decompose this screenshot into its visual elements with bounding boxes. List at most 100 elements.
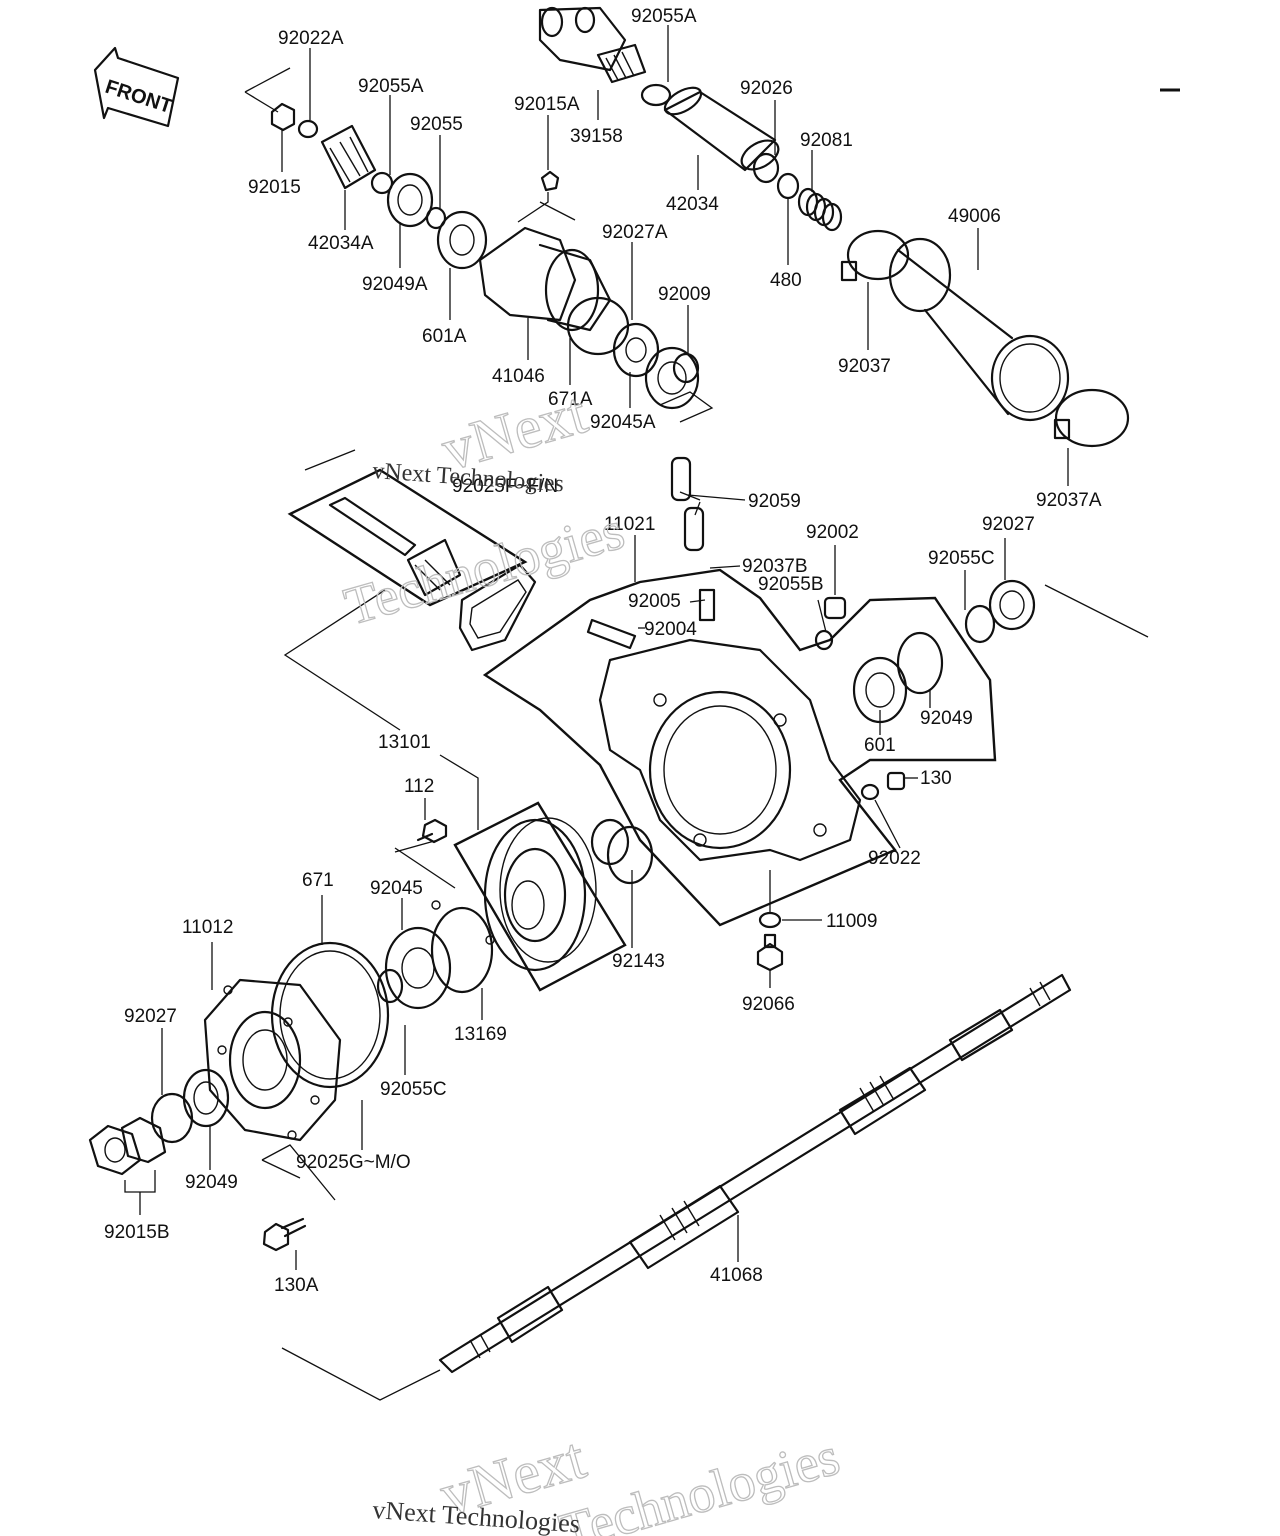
label-92009: 92009 [658,284,711,305]
label-42034: 42034 [666,194,719,215]
part-92002-plug [823,596,847,620]
label-92015: 92015 [248,177,301,198]
label-92015A: 92015A [514,94,580,115]
label-92045A: 92045A [590,412,656,433]
part-42034A-gear [320,124,377,190]
part-labels: 92022A 92055A 92055 92015 42034A 92049A … [104,6,1102,1296]
label-92055A: 92055A [358,76,424,97]
part-130A-bolt [262,1217,307,1252]
label-13169: 13169 [454,1024,507,1045]
label-11009: 11009 [826,911,877,932]
label-92055C-right: 92055C [928,548,995,569]
part-92025F-gasket [458,563,537,652]
label-92022: 92022 [868,848,921,869]
watermark-technologies-lower: Technologies [553,1426,846,1536]
label-42034A: 42034A [308,233,374,254]
part-92027-collar-right [988,579,1036,631]
gear-case-assembly [287,456,1036,972]
label-11021: 11021 [604,514,655,535]
label-601A: 601A [422,326,467,347]
label-92037A: 92037A [1036,490,1102,511]
drive-joint-assembly [270,6,1130,448]
part-ring-gear [483,817,597,972]
part-92055C-ring-left [376,968,404,1004]
part-92027-collar-left [150,1092,194,1144]
part-671A-bearing [612,322,660,378]
label-11012: 11012 [182,917,233,938]
gear-case-group-bracket [482,568,997,927]
label-92025G: 92025G~M/O [296,1152,411,1173]
label-92025F: 92025F~F/N [452,476,558,497]
part-92009-seal [672,352,700,384]
label-480: 480 [770,270,802,291]
part-92055B-ring [814,629,834,651]
part-41068-axle [438,973,1072,1374]
part-112-bolt [416,818,448,844]
part-92022A-washer [297,119,319,139]
part-92049-seal-left [182,1068,230,1128]
part-11009-gasket [758,911,782,929]
part-92055A-ring-top [640,83,672,107]
label-601: 601 [864,735,896,756]
part-92015-nut [270,102,296,132]
label-92049-right: 92049 [920,708,973,729]
label-92037B: 92037B [742,556,808,577]
label-49006: 49006 [948,206,1001,227]
part-11021-gear-case [598,638,862,862]
label-92049-left: 92049 [185,1172,238,1193]
part-92037-clamp [840,229,910,282]
label-92055B: 92055B [758,574,824,595]
part-92037A-clamp [1053,388,1130,448]
label-92055: 92055 [410,114,463,135]
part-92055C-ring-right [964,604,996,644]
part-92049-seal-right [896,631,944,695]
part-92143-collar [590,818,654,885]
label-671A: 671A [548,389,593,410]
part-39158-yoke [538,6,647,84]
label-92005: 92005 [628,591,681,612]
label-92027A: 92027A [602,222,668,243]
part-92004-stud [586,618,637,650]
part-92022-washer [860,783,880,801]
part-130-bolt [886,771,906,791]
label-92055A-top: 92055A [631,6,697,27]
watermark-lower: vNext Technologies vNext Technologies [372,1424,847,1536]
label-92002: 92002 [806,522,859,543]
label-92066: 92066 [742,994,795,1015]
label-92037: 92037 [838,356,891,377]
part-92055-ring [425,206,447,230]
part-41046-housing [478,226,612,332]
label-41068: 41068 [710,1265,763,1286]
part-92015B-nut [88,1116,167,1176]
label-92055C-left: 92055C [380,1079,447,1100]
watermark-technologies-upper: Technologies [338,500,631,637]
part-480-clip [776,172,800,200]
part-92015A-nut [540,170,560,192]
part-92059-hose [670,456,705,552]
label-92045: 92045 [370,878,423,899]
label-92059: 92059 [748,491,801,512]
part-92049A-seal [386,172,434,228]
ring-gear-group-bracket [453,801,627,992]
part-92005-breather [698,588,716,622]
label-41046: 41046 [492,366,545,387]
front-arrow-icon: FRONT [93,46,180,128]
part-92045A-bearing [644,346,700,410]
part-pinion-bevel-gear [328,496,462,597]
front-arrow-label: FRONT [102,76,174,118]
part-92045-bearing [384,926,452,1010]
ring-gear-assembly [88,801,654,1252]
part-49006-boot [888,237,1070,422]
watermark-upper: vNext Technologies vNext Technologies [337,378,631,637]
part-92081-spring [797,187,843,232]
label-92022A: 92022A [278,28,344,49]
label-671: 671 [302,870,334,891]
label-92027-left: 92027 [124,1006,177,1027]
part-671-gasket [270,941,390,1089]
label-112: 112 [404,776,434,797]
label-130A: 130A [274,1275,319,1296]
label-13101: 13101 [378,732,431,753]
leader-lines [124,25,1149,1401]
label-92049A: 92049A [362,274,428,295]
